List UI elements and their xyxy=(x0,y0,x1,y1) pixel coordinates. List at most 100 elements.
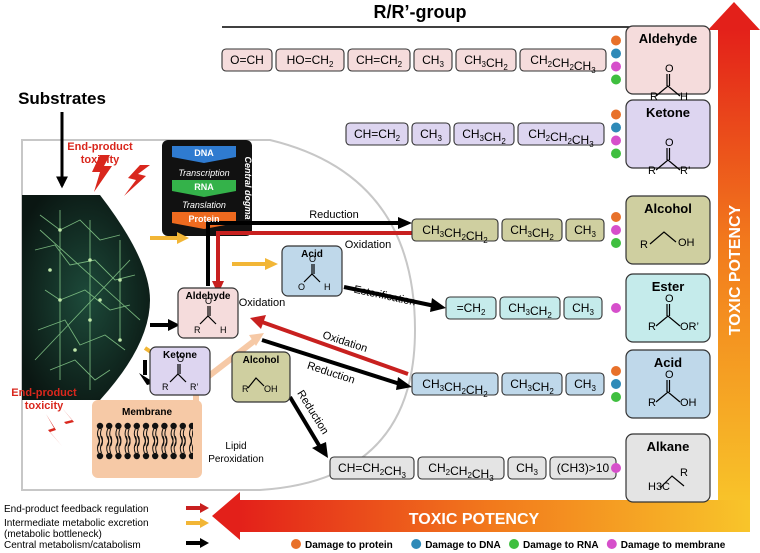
membrane-label: Membrane xyxy=(122,407,172,418)
r-group-cell: CH3CH2CH2 xyxy=(422,223,488,245)
damage-legend-label: Damage to RNA xyxy=(523,540,599,551)
structure-ketone xyxy=(655,148,681,171)
metabolic-network-image xyxy=(22,195,150,400)
structure-acid xyxy=(655,380,681,403)
row-ester: =CH2 CH3CH2 CH3 Ester xyxy=(445,273,711,343)
damage-dot xyxy=(611,303,621,313)
damage-dot xyxy=(611,225,621,235)
structure-atom: OR’ xyxy=(680,321,699,333)
structure-atom: R xyxy=(648,397,656,409)
damage-dot xyxy=(611,61,621,72)
r-group-cell: CH3 xyxy=(574,377,596,393)
structure-atom: R xyxy=(680,467,688,479)
class-label: Ester xyxy=(652,279,685,294)
membrane-box xyxy=(92,400,202,478)
damage-legend-label: Damage to DNA xyxy=(425,540,501,551)
r-group-cell: HO=CH2 xyxy=(287,53,334,69)
dogma-protein: Protein xyxy=(188,214,219,224)
r-group-cell: CH2CH2CH3 xyxy=(528,127,594,149)
legend-item: (metabolic bottleneck) xyxy=(4,529,102,540)
legend-item: Intermediate metabolic excretion xyxy=(4,518,149,529)
rgroup-title: R/R’-group xyxy=(374,2,467,22)
r-group-cell: CH2CH2CH3 xyxy=(530,53,596,75)
inner-structures xyxy=(169,264,321,389)
structure-atom: R xyxy=(162,382,169,392)
inner-alcohol-box xyxy=(231,351,291,403)
structure-carbonyl xyxy=(655,74,681,97)
r-group-cell: CH3 xyxy=(516,461,538,477)
inner-aldehyde-label: Aldehyde xyxy=(185,291,230,302)
damage-dot xyxy=(611,148,621,159)
structure-atom: O xyxy=(665,63,674,75)
damage-dot xyxy=(611,379,621,389)
structure-atom: OH xyxy=(264,384,278,394)
damage-legend-dot xyxy=(411,539,422,549)
end-product-toxicity-top: toxicity xyxy=(81,154,120,166)
structure-ester xyxy=(655,304,681,327)
legend-item: End-product feedback regulation xyxy=(4,504,149,515)
r-group-cell: =CH2 xyxy=(457,301,486,317)
dogma-translation: Translation xyxy=(182,200,226,210)
inner-alcohol-label: Alcohol xyxy=(243,355,280,366)
r-group-cell: CH3CH2 xyxy=(508,301,552,320)
r-group-cell: CH3 xyxy=(572,301,594,317)
end-product-toxicity-bottom: End-product xyxy=(11,387,77,399)
structure-atom: OH xyxy=(678,237,695,249)
r-group-cell: CH3 xyxy=(420,127,442,143)
reduction-label: Reduction xyxy=(309,209,359,221)
damage-dot xyxy=(611,238,621,248)
damage-legend-dot xyxy=(509,539,519,549)
inner-arrows xyxy=(139,217,446,470)
damage-legend-dot xyxy=(606,539,617,549)
structure-atom: H xyxy=(220,325,227,335)
structure-atom: OH xyxy=(680,397,697,409)
r-group-cell: (CH3)>10 xyxy=(557,461,610,475)
lightning-bolts xyxy=(46,155,150,446)
r-group-cell: CH=CH2CH3 xyxy=(338,461,406,480)
damage-dot xyxy=(611,463,621,473)
structure-atom: R’ xyxy=(190,382,199,392)
r-group-cell: CH3 xyxy=(422,53,444,69)
toxic-potency-horizontal-label: TOXIC POTENCY xyxy=(409,511,540,528)
class-label: Aldehyde xyxy=(639,31,698,46)
structure-atom: R xyxy=(648,321,656,333)
toxic-potency-vertical-arrow xyxy=(708,2,760,508)
structure-atom: R xyxy=(242,384,249,394)
lipid-peroxidation-label: Lipid xyxy=(225,441,246,452)
r-group-cell: O=CH xyxy=(230,53,264,67)
class-label: Acid xyxy=(654,355,682,370)
dogma-side-label: Central dogma xyxy=(243,156,253,219)
substrates-label: Substrates xyxy=(18,89,106,108)
structure-atom: O xyxy=(665,293,674,305)
structure-atom: R xyxy=(194,325,201,335)
damage-dot xyxy=(611,109,621,120)
dogma-transcription: Transcription xyxy=(178,168,229,178)
end-product-toxicity-top: End-product xyxy=(67,141,133,153)
structure-atom: R xyxy=(640,239,648,251)
damage-dot xyxy=(611,135,621,146)
structure-atom: R xyxy=(648,165,656,177)
damage-legend-label: Damage to protein xyxy=(305,540,393,551)
end-product-toxicity-bottom: toxicity xyxy=(25,400,64,412)
structure-atom: O xyxy=(205,296,212,306)
damage-dot xyxy=(611,122,621,133)
oxidation-label: Oxidation xyxy=(239,297,285,309)
toxic-potency-horizontal-arrow xyxy=(212,492,750,540)
oxidation-label: Oxidation xyxy=(345,239,391,251)
lipid-peroxidation-label: Peroxidation xyxy=(208,454,264,465)
structure-atom: H xyxy=(324,282,331,292)
structure-atom: H xyxy=(680,91,688,103)
structure-atom: O xyxy=(665,137,674,149)
structure-atom: O xyxy=(298,282,305,292)
structure-atom: R xyxy=(650,91,658,103)
structure-atom: O xyxy=(309,254,316,264)
toxic-potency-vertical-label: TOXIC POTENCY xyxy=(727,204,744,335)
inner-ketone-label: Ketone xyxy=(163,350,197,361)
structure-atom: O xyxy=(177,354,184,364)
